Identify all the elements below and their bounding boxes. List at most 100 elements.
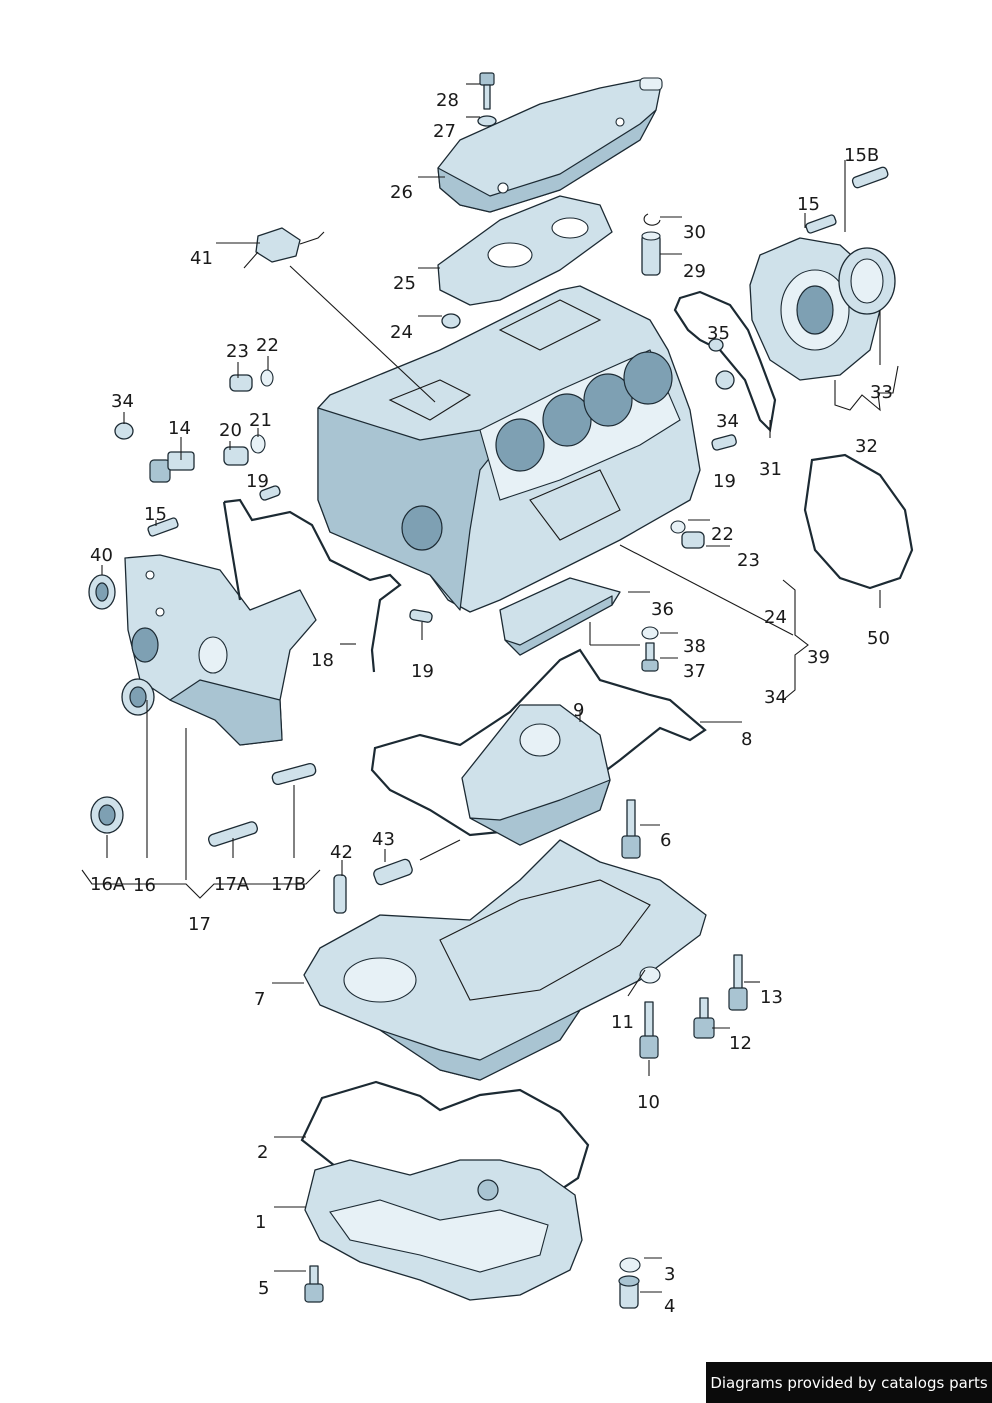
- callout-21: 21: [249, 410, 272, 431]
- callout-37: 37: [683, 661, 706, 682]
- callout-13: 13: [760, 987, 783, 1008]
- cap-part: [715, 370, 735, 390]
- callout-19: 19: [713, 471, 736, 492]
- callout-33: 33: [870, 382, 893, 403]
- callout-6: 6: [660, 830, 671, 851]
- callout-35: 35: [707, 323, 730, 344]
- callout-24: 24: [764, 607, 787, 628]
- callout-16A: 16A: [90, 874, 126, 895]
- dowel-part: [711, 434, 737, 451]
- callout-42: 42: [330, 842, 353, 863]
- seal-ring-part: [250, 434, 266, 454]
- plug-part: [441, 313, 461, 329]
- washer-part: [641, 626, 659, 640]
- callout-9: 9: [573, 700, 584, 721]
- callout-22: 22: [711, 524, 734, 545]
- circlip-part: [643, 213, 661, 226]
- credit-text: Diagrams provided by catalogs parts: [710, 1373, 988, 1392]
- washer-part: [477, 115, 497, 127]
- plug-part: [223, 446, 249, 466]
- gasket-part: [370, 648, 707, 837]
- cap-part: [114, 422, 134, 440]
- plug-part: [229, 374, 253, 392]
- seal-part: [121, 678, 155, 716]
- callout-5: 5: [258, 1278, 269, 1299]
- gasket-part: [222, 498, 402, 673]
- gasket-part: [673, 290, 777, 433]
- callout-40: 40: [90, 545, 113, 566]
- seal-part: [88, 574, 116, 610]
- callout-39: 39: [807, 647, 830, 668]
- callout-2: 2: [257, 1142, 268, 1163]
- gasket-part: [437, 195, 613, 306]
- callout-15B: 15B: [844, 145, 879, 166]
- callout-36: 36: [651, 599, 674, 620]
- bolt-part: [621, 799, 641, 859]
- bolt-part: [639, 1001, 659, 1059]
- seal-part: [838, 247, 896, 315]
- washer-part: [619, 1257, 641, 1273]
- callout-23: 23: [226, 341, 249, 362]
- callout-50: 50: [867, 628, 890, 649]
- callout-17A: 17A: [214, 874, 250, 895]
- bolt-part: [304, 1265, 324, 1303]
- timing-cover-part: [124, 554, 317, 746]
- lower-oil-pan-part: [304, 1159, 583, 1301]
- seal-ring-part: [670, 520, 686, 534]
- seal-ring-part: [260, 369, 274, 387]
- valve-part: [149, 451, 195, 483]
- callout-16: 16: [133, 875, 156, 896]
- callout-38: 38: [683, 636, 706, 657]
- callout-30: 30: [683, 222, 706, 243]
- engine-block-part: [317, 285, 701, 613]
- gasket-part: [803, 453, 914, 590]
- callout-17: 17: [188, 914, 211, 935]
- callout-28: 28: [436, 90, 459, 111]
- callout-26: 26: [390, 182, 413, 203]
- pin-part: [208, 821, 258, 847]
- callout-25: 25: [393, 273, 416, 294]
- credit-banner: Diagrams provided by catalogs parts: [706, 1362, 992, 1403]
- callout-7: 7: [254, 989, 265, 1010]
- callout-3: 3: [664, 1264, 675, 1285]
- callout-34: 34: [716, 411, 739, 432]
- callout-15: 15: [797, 194, 820, 215]
- callout-10: 10: [637, 1092, 660, 1113]
- bolt-part: [373, 858, 413, 886]
- callout-15: 15: [144, 504, 167, 525]
- oil-pump-insert-part: [461, 704, 611, 846]
- callout-43: 43: [372, 829, 395, 850]
- pin-part: [271, 762, 317, 786]
- dowel-part: [259, 485, 281, 501]
- baffle-part: [499, 577, 621, 656]
- callout-labels: 28 27 26 30 29 15B 15 41 25 24 35 23 22 …: [90, 90, 893, 1317]
- bolt-part: [147, 517, 179, 537]
- upper-oil-pan-part: [303, 839, 707, 1081]
- callout-12: 12: [729, 1033, 752, 1054]
- bolt-part: [805, 214, 837, 234]
- plug-part: [708, 338, 724, 352]
- callout-22: 22: [256, 335, 279, 356]
- callout-34: 34: [111, 391, 134, 412]
- callout-1: 1: [255, 1212, 266, 1233]
- callout-11: 11: [611, 1012, 634, 1033]
- plug-part: [681, 531, 705, 549]
- bolt-part: [479, 72, 495, 110]
- callout-14: 14: [168, 418, 191, 439]
- callout-19: 19: [246, 471, 269, 492]
- callout-29: 29: [683, 261, 706, 282]
- leader-lines: [81, 83, 899, 1293]
- dowel-part: [409, 609, 433, 623]
- bolt-part: [693, 997, 715, 1039]
- stud-part: [333, 874, 347, 914]
- callout-8: 8: [741, 729, 752, 750]
- washer-part: [639, 966, 661, 984]
- callout-31: 31: [759, 459, 782, 480]
- callout-17B: 17B: [271, 874, 306, 895]
- callout-34: 34: [764, 687, 787, 708]
- callout-18: 18: [311, 650, 334, 671]
- callout-20: 20: [219, 420, 242, 441]
- bolt-part: [728, 954, 748, 1011]
- callout-41: 41: [190, 248, 213, 269]
